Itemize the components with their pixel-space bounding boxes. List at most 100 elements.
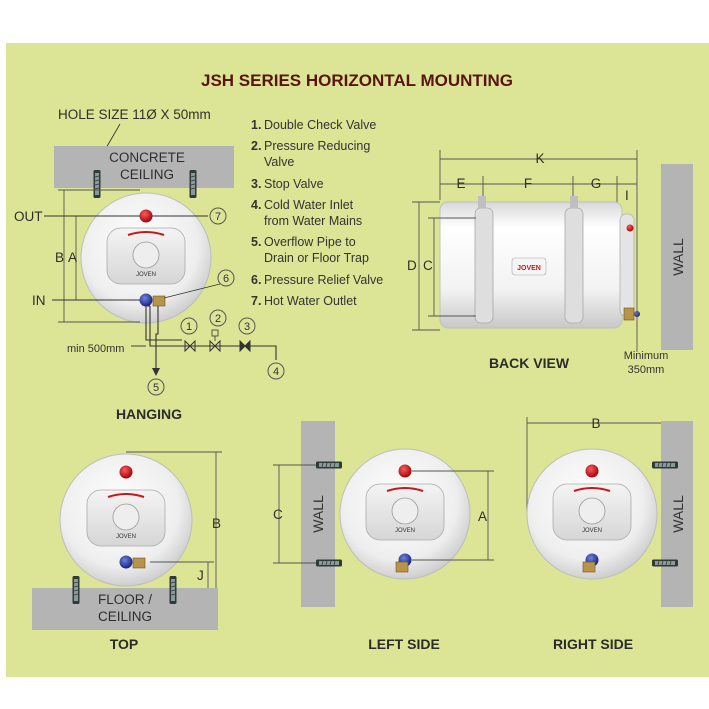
callout-1: 1 <box>180 317 198 335</box>
brand-badge <box>511 257 547 276</box>
legend-item-3: 3.Stop Valve <box>251 177 324 191</box>
min-350-label-line1: Minimum <box>624 350 669 362</box>
anchor-bolt-icon <box>189 169 197 199</box>
callout-6: 6 <box>163 269 235 299</box>
wall-right <box>661 421 693 607</box>
relief-valve-icon <box>623 307 635 321</box>
right-side-view: B JOVEN WALL RIGHT SIDE <box>526 416 693 652</box>
callout-3: 3 <box>238 317 256 335</box>
stop-valve-icon <box>239 339 251 353</box>
brand-label: JOVEN <box>582 528 602 534</box>
anchor-bolt-icon <box>315 559 343 567</box>
hot-outlet-valve-icon <box>119 465 133 479</box>
concrete-ceiling-label-line2: CEILING <box>120 167 174 182</box>
hot-outlet-valve-icon <box>585 464 599 478</box>
out-label: OUT <box>14 209 43 224</box>
floor-ceiling <box>32 588 218 630</box>
svg-text:Stop Valve: Stop Valve <box>264 177 324 191</box>
wall-label-back: WALL <box>670 238 686 276</box>
floor-ceiling-label-line2: CEILING <box>98 609 152 624</box>
anchor-bolt-icon <box>72 575 80 605</box>
anchor-bolt-icon <box>93 169 101 199</box>
callout-4: 4 <box>267 362 285 380</box>
brand-label: JOVEN <box>136 272 156 278</box>
svg-text:Valve: Valve <box>264 155 294 169</box>
dim-d: D <box>407 258 417 273</box>
thermostat-dial-icon <box>578 497 606 525</box>
dim-e: E <box>456 176 465 191</box>
brand-badge-label: JOVEN <box>517 265 541 272</box>
svg-text:5.: 5. <box>251 235 261 249</box>
left-side-view: WALL JOVEN C A LEFT SIDE <box>273 421 494 652</box>
min-350-label-line2: 350mm <box>628 364 665 376</box>
wall-label-left: WALL <box>310 495 326 533</box>
relief-valve-icon <box>582 561 596 573</box>
cold-inlet-valve-icon <box>139 293 153 307</box>
caption-top: TOP <box>110 636 139 652</box>
anchor-bolt-icon <box>169 575 177 605</box>
thermostat-dial-icon <box>391 497 419 525</box>
thermostat-dial-icon <box>132 241 160 269</box>
cold-inlet-valve-icon <box>119 555 133 569</box>
dim-a-hanging: A <box>68 250 77 265</box>
mounting-bracket <box>564 207 584 324</box>
svg-text:2.: 2. <box>251 139 261 153</box>
hot-outlet-valve-icon <box>139 209 153 223</box>
svg-text:3.: 3. <box>251 177 261 191</box>
dim-j: J <box>197 568 204 583</box>
anchor-bolt-icon <box>651 559 679 567</box>
caption-right-side: RIGHT SIDE <box>553 636 633 652</box>
svg-text:Hot Water Outlet: Hot Water Outlet <box>264 294 357 308</box>
legend-item-6: 6.Pressure Relief Valve <box>251 273 383 287</box>
thermostat-dial-icon <box>112 503 140 531</box>
dim-c-left: C <box>273 507 283 522</box>
caption-hanging: HANGING <box>116 406 182 422</box>
legend-item-7: 7.Hot Water Outlet <box>251 294 357 308</box>
wall-back <box>661 164 693 350</box>
dim-a-left: A <box>478 509 487 524</box>
min-500-label: min 500mm <box>67 343 124 355</box>
mounting-bracket <box>474 207 494 324</box>
brand-label: JOVEN <box>395 528 415 534</box>
top-view: JOVEN B J FLOOR / CEILING TOP <box>32 451 222 652</box>
concrete-ceiling-label-line1: CONCRETE <box>109 150 185 165</box>
wall-label-right: WALL <box>670 495 686 533</box>
hot-outlet-icon <box>626 224 634 232</box>
hot-outlet-valve-icon <box>398 464 412 478</box>
anchor-bolt-icon <box>651 461 679 469</box>
relief-valve-icon <box>132 557 146 569</box>
wall-left <box>301 421 335 607</box>
dim-g: G <box>591 176 602 191</box>
relief-valve-icon <box>395 561 409 573</box>
concrete-ceiling <box>54 146 234 188</box>
svg-text:5: 5 <box>153 382 159 394</box>
relief-valve-icon <box>152 295 166 307</box>
callout-2: 2 <box>209 309 227 327</box>
svg-text:Cold Water Inlet: Cold Water Inlet <box>264 198 354 212</box>
anchor-bolt-icon <box>315 461 343 469</box>
svg-text:Double Check Valve: Double Check Valve <box>264 118 376 132</box>
dim-f: F <box>524 176 532 191</box>
svg-text:7.: 7. <box>251 294 261 308</box>
svg-text:1.: 1. <box>251 118 261 132</box>
pressure-reducing-valve-icon <box>209 339 221 353</box>
in-label: IN <box>32 293 46 308</box>
svg-text:Pressure Relief Valve: Pressure Relief Valve <box>264 273 383 287</box>
brand-label: JOVEN <box>116 534 136 540</box>
svg-text:Overflow Pipe to: Overflow Pipe to <box>264 235 356 249</box>
double-check-valve-icon <box>184 339 196 353</box>
callout-5: 5 <box>147 378 165 396</box>
svg-text:6: 6 <box>223 273 229 285</box>
dim-i: I <box>625 188 629 203</box>
legend-item-1: 1.Double Check Valve <box>251 118 376 132</box>
callout-7: 7 <box>209 207 227 225</box>
hanging-view: HOLE SIZE 11Ø X 50mm CONCRETE CEILING JO… <box>14 107 285 422</box>
dim-c: C <box>423 258 433 273</box>
caption-left-side: LEFT SIDE <box>368 636 440 652</box>
hole-size-label: HOLE SIZE 11Ø X 50mm <box>58 107 211 122</box>
legend: 1.Double Check Valve 2.Pressure Reducing… <box>251 118 383 308</box>
